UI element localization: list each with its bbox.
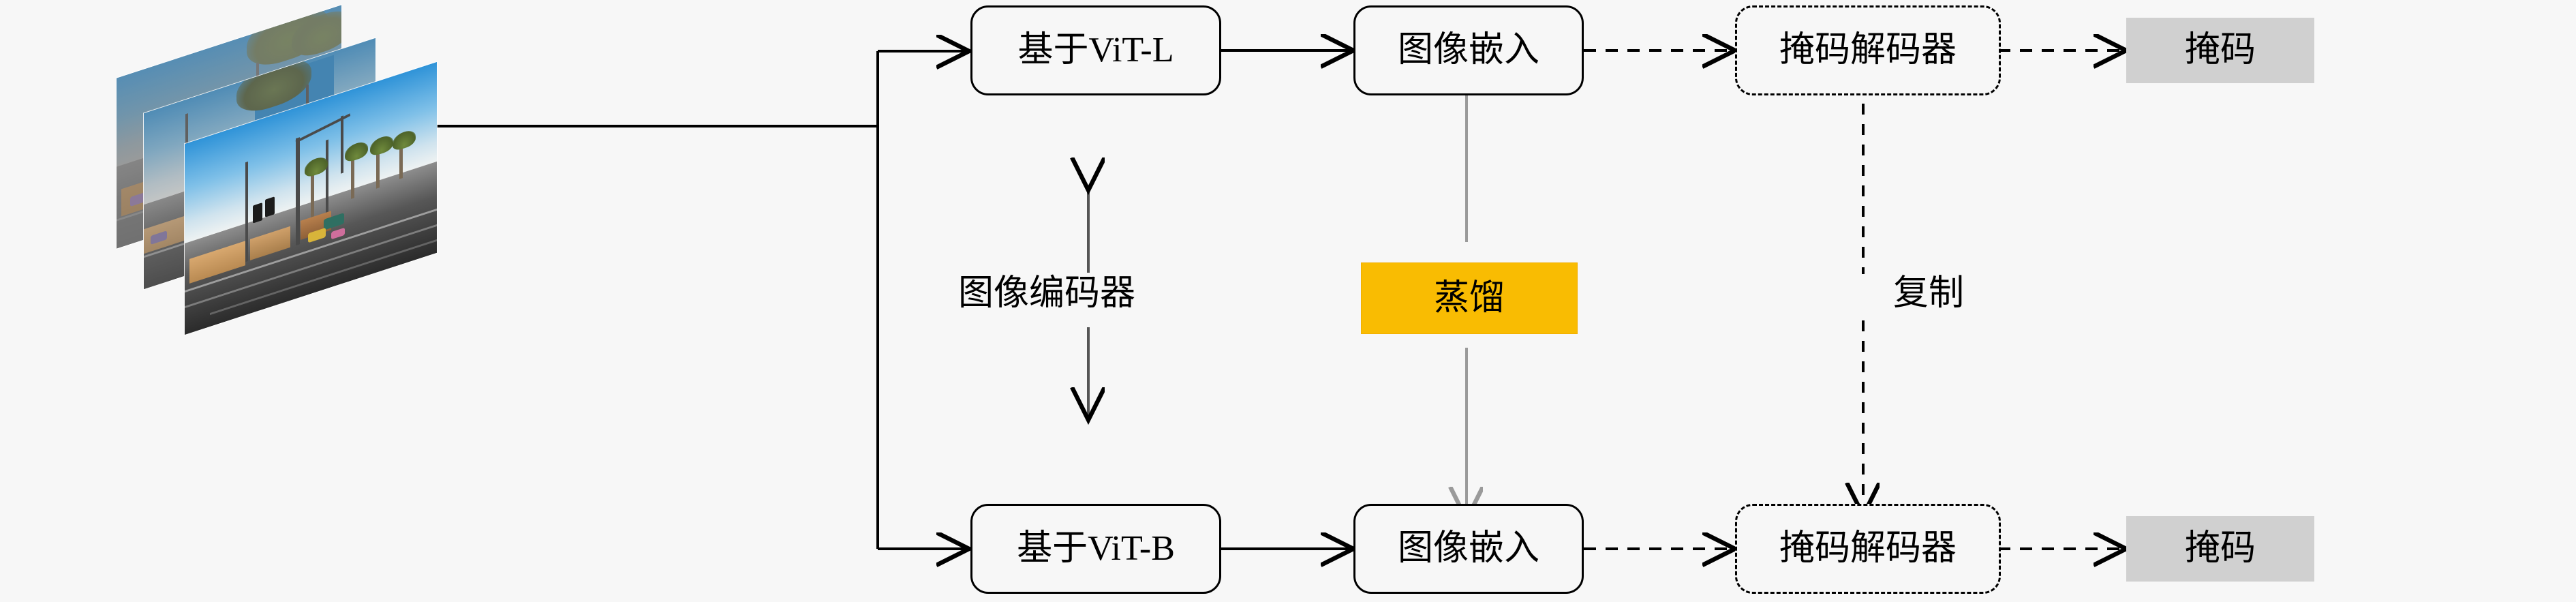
node-encoder-teacher[interactable]: 基于ViT-L [970,5,1221,95]
node-mask-decoder-teacher[interactable]: 掩码解码器 [1735,5,2001,95]
node-mask-decoder-student[interactable]: 掩码解码器 [1735,504,2001,594]
input-image-stack [102,0,438,602]
node-embedding-student[interactable]: 图像嵌入 [1353,504,1584,594]
node-distillation[interactable]: 蒸馏 [1361,262,1578,334]
node-mask-student[interactable]: 掩码 [2126,516,2314,582]
node-mask-teacher[interactable]: 掩码 [2126,18,2314,83]
input-fanout-connector [358,51,966,549]
label-image-encoder: 图像编码器 [951,276,1143,312]
node-encoder-student[interactable]: 基于ViT-B [970,504,1221,594]
node-embedding-teacher[interactable]: 图像嵌入 [1353,5,1584,95]
label-copy: 复制 [1886,276,1972,312]
